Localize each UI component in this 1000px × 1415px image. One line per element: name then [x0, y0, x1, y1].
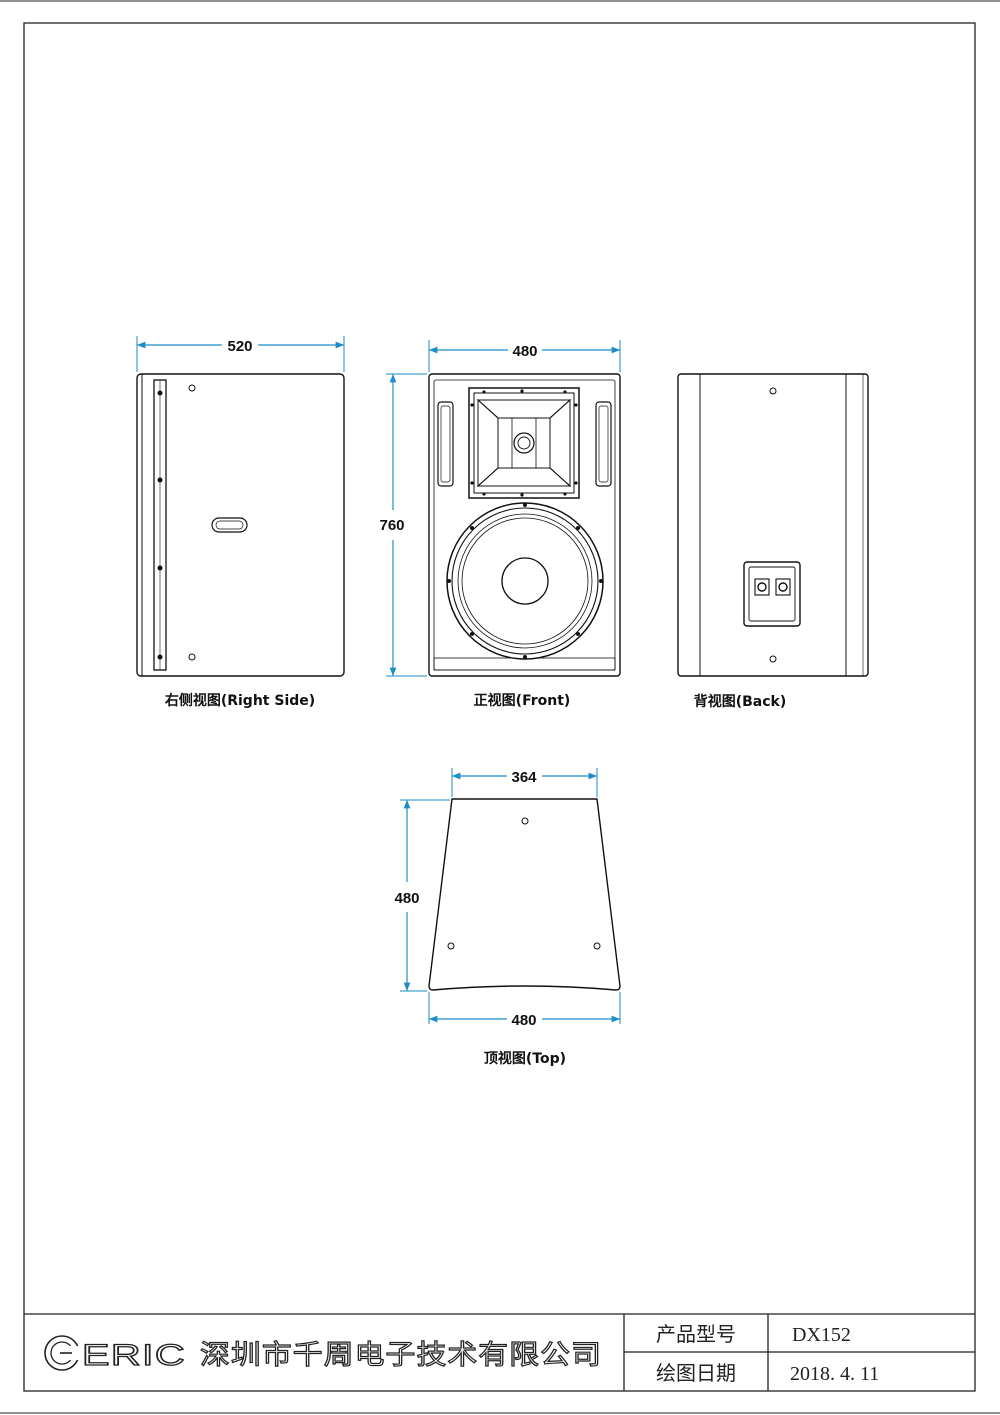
back-view	[677, 373, 869, 677]
side-width-dimension	[136, 336, 345, 372]
front-slot-left	[437, 401, 454, 487]
back-caption: 背视图(Back)	[694, 693, 787, 710]
top-bottom-width-dimension	[428, 992, 621, 1024]
front-height-label: 760	[379, 517, 404, 534]
model-label: 产品型号	[656, 1322, 736, 1346]
input-panel	[743, 561, 801, 627]
side-handle	[211, 517, 248, 533]
front-height-dimension	[386, 373, 427, 677]
front-view	[428, 373, 621, 677]
date-value: 2018. 4. 11	[790, 1363, 879, 1385]
sheet-border	[23, 22, 976, 1392]
side-width-label: 520	[227, 338, 252, 355]
horn-tweeter	[468, 387, 580, 499]
title-block	[24, 1313, 975, 1391]
woofer-driver	[446, 502, 604, 660]
top-depth-label: 480	[394, 890, 419, 907]
front-slot-right	[595, 401, 612, 487]
front-width-dimension	[428, 340, 621, 372]
company-name: 深圳市千周电子技术有限公司	[200, 1340, 602, 1371]
top-view	[428, 798, 621, 991]
top-caption: 顶视图(Top)	[484, 1050, 566, 1067]
top-width-dimension	[451, 768, 598, 797]
top-depth-dimension	[400, 799, 450, 992]
company-logo	[44, 1335, 82, 1371]
right-side-view	[136, 373, 345, 677]
model-value: DX152	[792, 1324, 851, 1346]
speakon-jack-1	[757, 582, 767, 592]
date-label: 绘图日期	[656, 1361, 736, 1385]
speakon-jack-2	[778, 582, 788, 592]
top-width-label: 364	[511, 769, 537, 786]
front-width-label: 480	[512, 343, 537, 360]
front-caption: 正视图(Front)	[474, 692, 571, 709]
company-logo-text: ERIC	[82, 1339, 186, 1372]
top-bottom-width-label: 480	[511, 1012, 536, 1029]
side-caption: 右侧视图(Right Side)	[164, 692, 315, 709]
